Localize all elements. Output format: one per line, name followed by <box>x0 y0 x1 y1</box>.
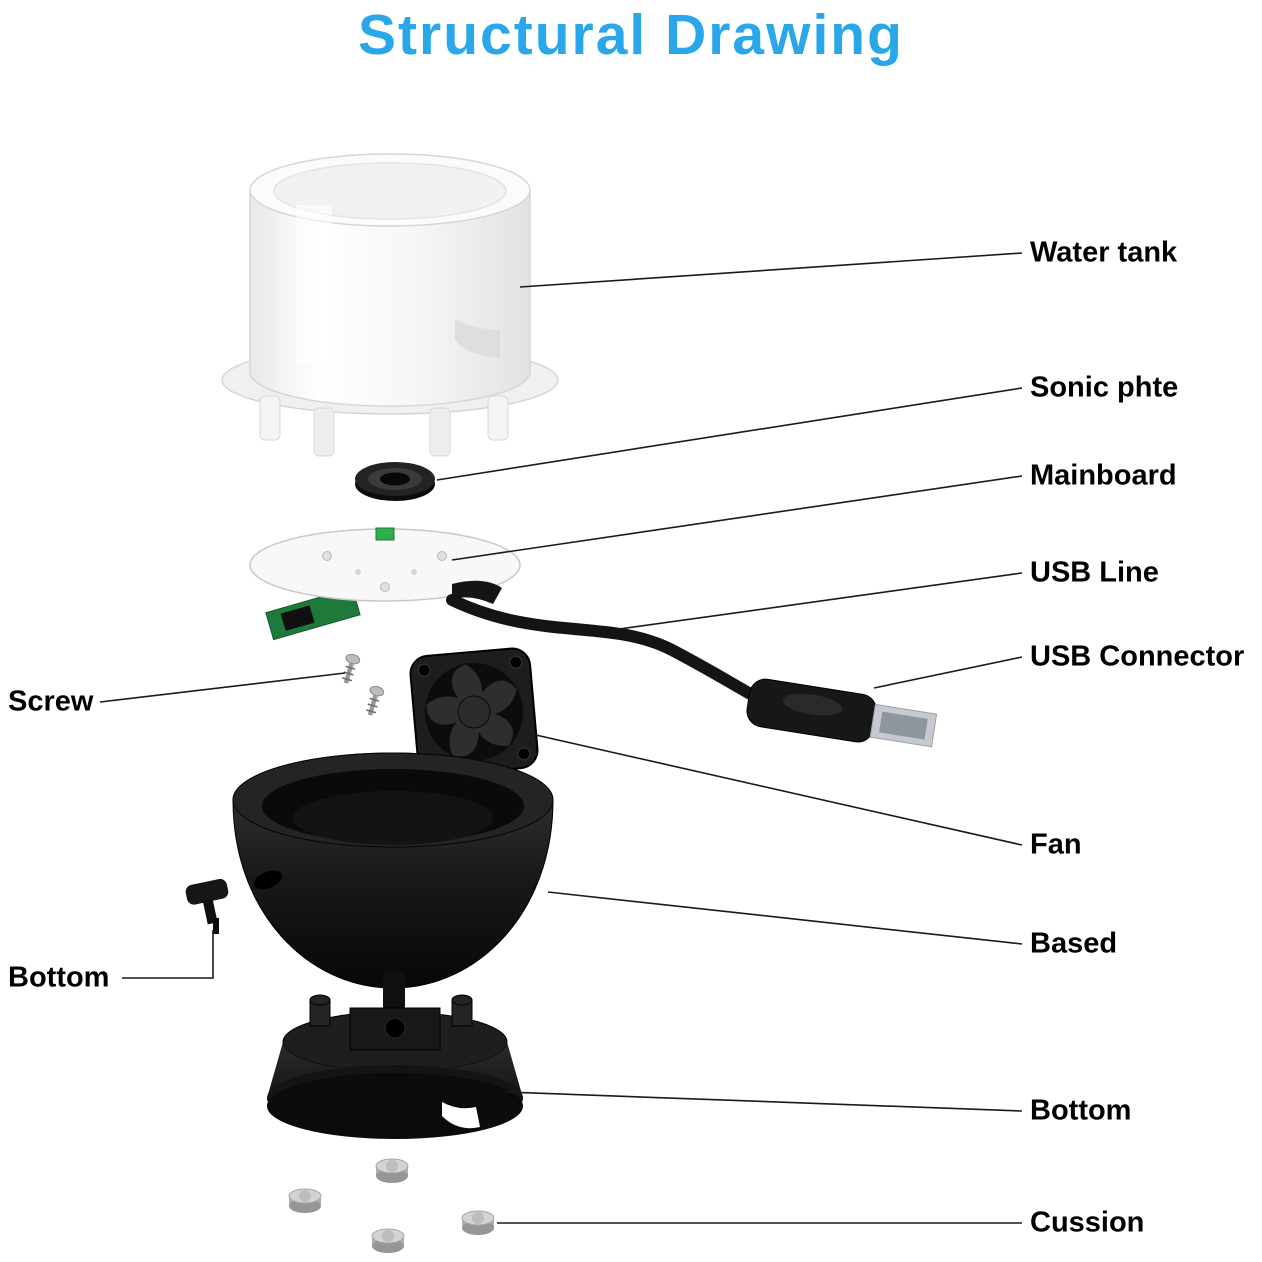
label-usb-connector: USB Connector <box>1030 640 1245 673</box>
leader-screw <box>99 672 346 703</box>
label-screw: Screw <box>8 685 94 718</box>
fan-part <box>409 647 539 777</box>
plug-part <box>185 878 229 934</box>
label-bottom-left: Bottom <box>8 961 110 994</box>
label-water-tank: Water tank <box>1030 236 1178 269</box>
leader-water-tank <box>519 252 1023 288</box>
page-title: Structural Drawing <box>358 3 904 67</box>
cushion-part <box>288 1158 495 1253</box>
water-tank-part <box>221 153 559 457</box>
label-based: Based <box>1030 927 1118 960</box>
leader-usb-line <box>611 572 1023 631</box>
leader-lines <box>99 252 1023 1224</box>
usb-connector-part <box>746 678 938 748</box>
leader-usb-connector <box>873 656 1023 689</box>
label-cussion: Cussion <box>1030 1206 1145 1239</box>
bottom-part <box>267 972 523 1139</box>
leader-bottom-right <box>504 1091 1023 1112</box>
base-part <box>232 752 554 989</box>
label-fan: Fan <box>1030 828 1082 861</box>
screw-part <box>342 653 385 716</box>
mainboard-part <box>249 527 521 641</box>
sonic-plate-part <box>355 462 435 501</box>
label-sonic-plate: Sonic phte <box>1030 371 1179 404</box>
usb-line-part <box>446 594 778 712</box>
label-usb-line: USB Line <box>1030 556 1159 589</box>
leader-sonic-plate <box>436 387 1023 481</box>
leader-fan <box>526 732 1023 846</box>
label-bottom-right: Bottom <box>1030 1094 1132 1127</box>
leader-mainboard <box>451 475 1023 561</box>
label-mainboard: Mainboard <box>1030 459 1177 492</box>
leader-based <box>547 891 1023 945</box>
leader-bottom-left <box>122 930 214 979</box>
